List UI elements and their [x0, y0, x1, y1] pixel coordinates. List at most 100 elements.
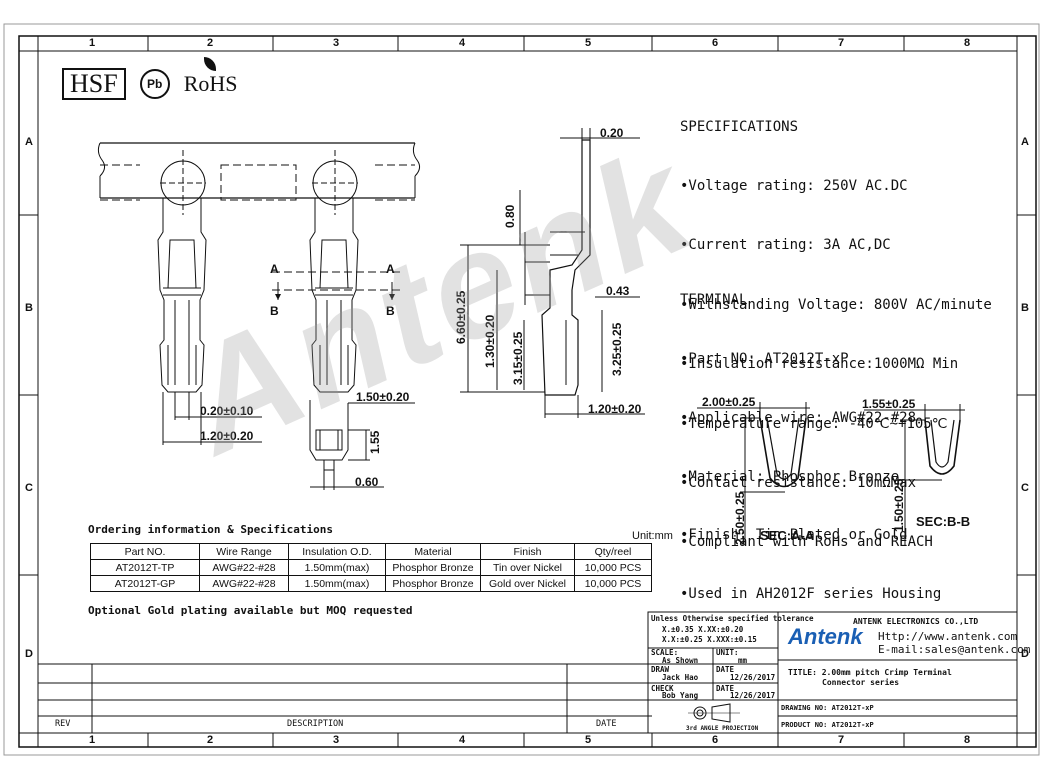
dim-1-55: 1.55 — [368, 430, 382, 454]
company-contact: Http://www.antenk.com E-mail:sales@anten… — [878, 630, 1030, 656]
col-part-no: Part NO. — [90, 543, 200, 560]
terminal-item: •Part NO: AT2012T-xP — [680, 350, 849, 367]
company-http: Http://www.antenk.com — [878, 630, 1018, 643]
zone-col-1: 1 — [89, 37, 96, 49]
dim-sec-b-width: 1.55±0.25 — [862, 397, 916, 411]
cell: Phosphor Bronze — [385, 559, 481, 576]
drawing-title-line-2: Connector series — [822, 678, 900, 687]
zone-col-3: 3 — [333, 37, 340, 49]
ordering-unit: Unit:mm — [632, 530, 673, 542]
zone-row-c-right: C — [1021, 482, 1029, 494]
spec-item: •Contact resistance: 10mΩMax — [680, 474, 917, 491]
dim-3-15: 3.15±0.25 — [511, 331, 525, 385]
zone-col-3-bottom: 3 — [333, 734, 340, 746]
col-material: Material — [385, 543, 481, 560]
tolerance-line-1: X.±0.35 X.XX:±0.20 — [662, 625, 744, 634]
zone-row-a-right: A — [1021, 136, 1029, 148]
cell: AWG#22-#28 — [199, 559, 289, 576]
zone-col-7-bottom: 7 — [838, 734, 845, 746]
dim-sec-a-width: 2.00±0.25 — [702, 395, 756, 409]
col-wire-range: Wire Range — [199, 543, 289, 560]
col-insulation: Insulation O.D. — [288, 543, 386, 560]
company-name: ANTENK ELECTRONICS CO.,LTD — [853, 617, 979, 626]
cell: Tin over Nickel — [480, 559, 575, 576]
cell: 1.50mm(max) — [288, 559, 386, 576]
dim-0-60: 0.60 — [355, 475, 379, 489]
projection-label: 3rd ANGLE PROJECTION — [686, 725, 759, 732]
rohs-logo: RoHS — [183, 57, 238, 97]
dim-0-80: 0.80 — [503, 204, 517, 228]
spec-item: •Withstanding Voltage: 800V AC/minute — [680, 296, 992, 313]
hsf-logo: HSF — [62, 68, 126, 100]
spec-item: •Temperature range: -40℃~+105℃ — [680, 415, 948, 432]
spec-item: •Voltage rating: 250V AC.DC — [680, 177, 908, 194]
zone-row-d-right: D — [1021, 648, 1029, 660]
terminal-item: •Material: Phosphor Bronze — [680, 468, 900, 485]
check-date-label: DATE — [716, 684, 735, 693]
date-header: DATE — [596, 719, 617, 729]
section-b-label: SEC:B-B — [916, 514, 971, 529]
zone-col-1-bottom: 1 — [89, 734, 96, 746]
check-value: Bob Yang — [662, 691, 699, 700]
check-label: CHECK — [651, 684, 674, 693]
dim-0-20-tol: 0.20±0.10 — [200, 404, 254, 418]
dim-front-width: 1.20±0.20 — [200, 429, 254, 443]
zone-col-5: 5 — [585, 37, 592, 49]
zone-col-7: 7 — [838, 37, 845, 49]
lead-free-icon: Pb — [139, 69, 170, 99]
antenk-logo: Antenk — [788, 624, 863, 649]
zone-row-b: B — [25, 302, 33, 314]
dim-sec-a-height: 2.50±0.25 — [733, 491, 747, 545]
terminal-heading: TERMINAL — [680, 292, 748, 309]
draw-date: 12/26/2017 — [730, 673, 776, 682]
cell: Gold over Nickel — [480, 575, 575, 592]
zone-col-4: 4 — [459, 37, 466, 49]
compliance-logos: HSF Pb RoHS — [62, 57, 238, 100]
section-mark-b-left: B — [270, 304, 279, 318]
zone-col-6-bottom: 6 — [712, 734, 719, 746]
section-mark-b-right: B — [386, 304, 395, 318]
zone-col-8-bottom: 8 — [964, 734, 971, 746]
dim-thickness: 0.20 — [600, 126, 624, 140]
dim-0-43: 0.43 — [606, 284, 630, 298]
tolerance-line-2: X.X:±0.25 X.XXX:±0.15 — [662, 635, 757, 644]
spec-item: •Compliant with RoHs and REACH — [680, 534, 933, 551]
check-date: 12/26/2017 — [730, 691, 776, 700]
terminal-item: •Finish: Tin Plated or Gold — [680, 527, 908, 544]
terminal-block: TERMINAL •Part NO: AT2012T-xP •Applicabl… — [680, 252, 941, 624]
cell: Phosphor Bronze — [385, 575, 481, 592]
optional-note: Optional Gold plating available but MOQ … — [88, 604, 413, 617]
cell: AT2012T-GP — [90, 575, 200, 592]
section-a-label: SEC:A-A — [760, 528, 815, 543]
draw-date-label: DATE — [716, 665, 735, 674]
specifications-block: SPECIFICATIONS •Voltage rating: 250V AC.… — [680, 78, 992, 573]
terminal-item: •Used in AH2012F series Housing — [680, 586, 942, 603]
dim-3-25: 3.25±0.25 — [610, 322, 624, 376]
col-qty: Qty/reel — [574, 543, 652, 560]
col-finish: Finish — [480, 543, 575, 560]
specifications-heading: SPECIFICATIONS — [680, 118, 799, 135]
zone-col-2-bottom: 2 — [207, 734, 214, 746]
draw-value: Jack Hao — [662, 673, 699, 682]
zone-row-a: A — [25, 136, 33, 148]
zone-col-2: 2 — [207, 37, 214, 49]
draw-label: DRAW — [651, 665, 670, 674]
section-mark-a-left: A — [270, 262, 279, 276]
ordering-title: Ordering information & Specifications — [88, 523, 334, 536]
cell: AT2012T-TP — [90, 559, 200, 576]
terminal-item: •Applicable wire: AWG#22-#28 — [680, 409, 917, 426]
cell: AWG#22-#28 — [199, 575, 289, 592]
spec-item: •Current rating: 3A AC,DC — [680, 237, 891, 254]
rohs-text: RoHS — [183, 71, 238, 96]
dim-overall-height: 6.60±0.25 — [454, 290, 468, 344]
zone-col-8: 8 — [964, 37, 971, 49]
table-row: AT2012T-GP AWG#22-#28 1.50mm(max) Phosph… — [90, 575, 652, 592]
product-no: PRODUCT NO: AT2012T-xP — [781, 721, 874, 729]
zone-col-4-bottom: 4 — [459, 734, 466, 746]
scale-label: SCALE: — [651, 648, 679, 657]
zone-row-d: D — [25, 648, 33, 660]
company-email: E-mail:sales@antenk.com — [878, 643, 1031, 656]
dim-1-30: 1.30±0.20 — [483, 314, 497, 368]
scale-value: As Shown — [662, 656, 699, 665]
